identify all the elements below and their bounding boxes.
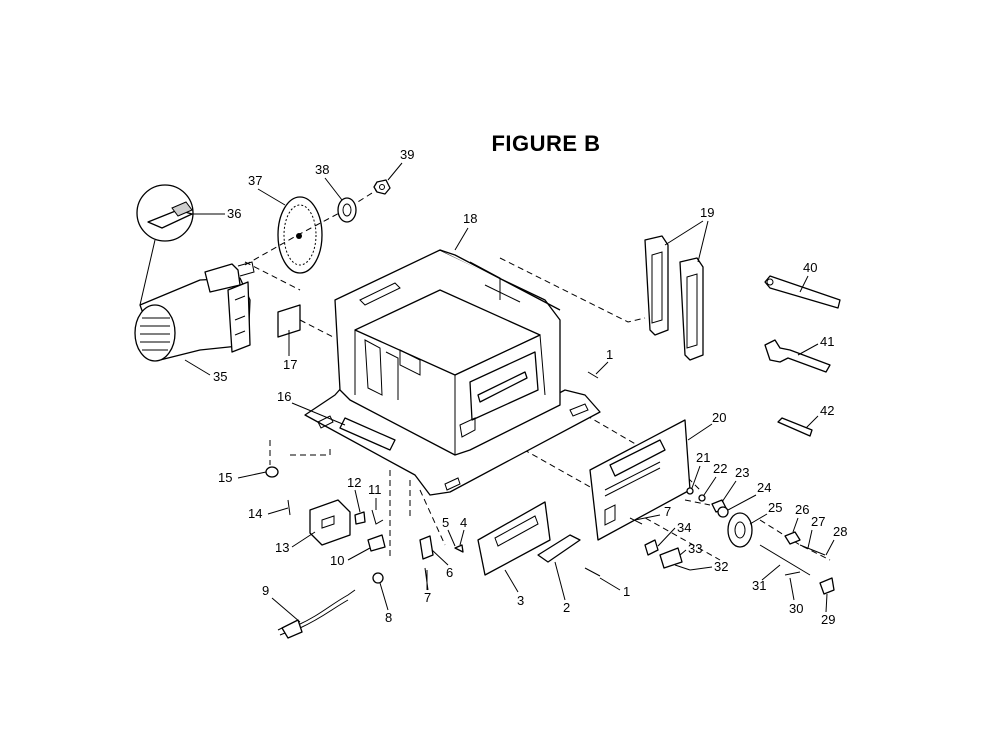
fence-rails bbox=[644, 235, 704, 361]
callout-1: 1 bbox=[606, 347, 613, 362]
callout-2: 2 bbox=[563, 600, 570, 615]
callout-36: 36 bbox=[227, 206, 241, 221]
callout-11: 11 bbox=[368, 482, 382, 497]
callout-31: 31 bbox=[752, 578, 766, 593]
callout-15: 15 bbox=[218, 470, 232, 485]
callout-16: 16 bbox=[277, 389, 291, 404]
table-base bbox=[304, 249, 601, 496]
motor bbox=[134, 261, 255, 362]
callout-13: 13 bbox=[275, 540, 289, 555]
callout-37: 37 bbox=[248, 173, 262, 188]
callout-30: 30 bbox=[789, 601, 803, 616]
open-end-wrench bbox=[764, 339, 831, 373]
callout-25: 25 bbox=[768, 500, 782, 515]
callout-42: 42 bbox=[820, 403, 834, 418]
callout-12: 12 bbox=[347, 475, 361, 490]
callout-9: 9 bbox=[262, 583, 269, 598]
callout-38: 38 bbox=[315, 162, 329, 177]
figure-title: FIGURE B bbox=[491, 131, 601, 156]
callout-33: 33 bbox=[688, 541, 702, 556]
callout-18: 18 bbox=[463, 211, 477, 226]
warning-label bbox=[277, 304, 301, 338]
callout-24: 24 bbox=[757, 480, 771, 495]
brush-inset bbox=[136, 184, 194, 306]
callout-1b: 1 bbox=[623, 584, 630, 599]
callout-7b: 7 bbox=[664, 504, 671, 519]
callout-39: 39 bbox=[400, 147, 414, 162]
callout-29: 29 bbox=[821, 612, 835, 627]
front-panel bbox=[589, 419, 691, 541]
callout-23: 23 bbox=[735, 465, 749, 480]
callouts: 1 1 2 3 4 5 6 7 7 8 9 10 11 12 13 14 15 … bbox=[184, 147, 847, 627]
saw-blade bbox=[244, 187, 381, 274]
callout-22: 22 bbox=[713, 461, 727, 476]
callout-17: 17 bbox=[283, 357, 297, 372]
callout-28: 28 bbox=[833, 524, 847, 539]
power-cord bbox=[277, 589, 356, 639]
callout-14: 14 bbox=[248, 506, 262, 521]
callout-4: 4 bbox=[460, 515, 467, 530]
callout-3: 3 bbox=[517, 593, 524, 608]
callout-34: 34 bbox=[677, 520, 691, 535]
throat-plate bbox=[477, 501, 551, 576]
arbor-wrench bbox=[764, 275, 841, 309]
callout-7: 7 bbox=[424, 590, 431, 605]
callout-5: 5 bbox=[442, 515, 449, 530]
callout-27: 27 bbox=[811, 514, 825, 529]
switch-assembly bbox=[265, 466, 464, 584]
handwheel-assembly bbox=[644, 487, 835, 595]
callout-19: 19 bbox=[700, 205, 714, 220]
callout-41: 41 bbox=[820, 334, 834, 349]
blade-cover bbox=[537, 534, 581, 563]
callout-40: 40 bbox=[803, 260, 817, 275]
callout-21: 21 bbox=[696, 450, 710, 465]
callout-20: 20 bbox=[712, 410, 726, 425]
callout-10: 10 bbox=[330, 553, 344, 568]
callout-8: 8 bbox=[385, 610, 392, 625]
blade-flange bbox=[337, 197, 357, 223]
callout-26: 26 bbox=[795, 502, 809, 517]
arbor-nut bbox=[373, 179, 391, 195]
callout-35: 35 bbox=[213, 369, 227, 384]
callout-32: 32 bbox=[714, 559, 728, 574]
callout-6: 6 bbox=[446, 565, 453, 580]
hex-key bbox=[777, 417, 813, 437]
